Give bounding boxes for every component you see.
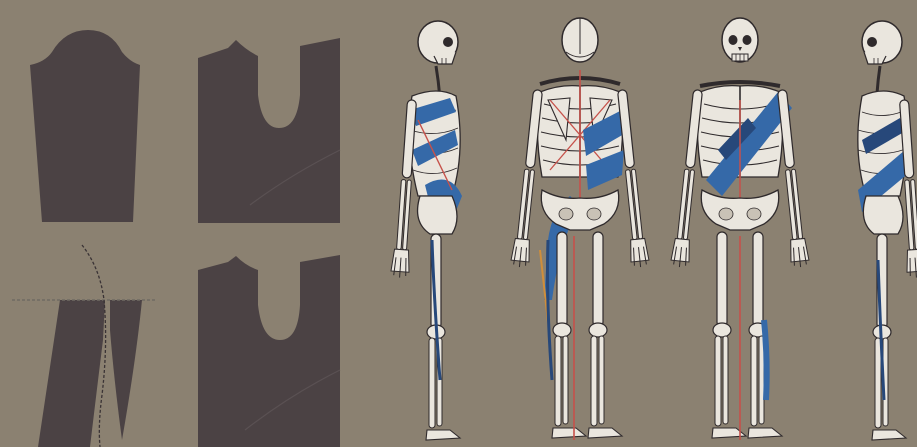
sleeve-pattern-piece-icon — [30, 30, 140, 222]
